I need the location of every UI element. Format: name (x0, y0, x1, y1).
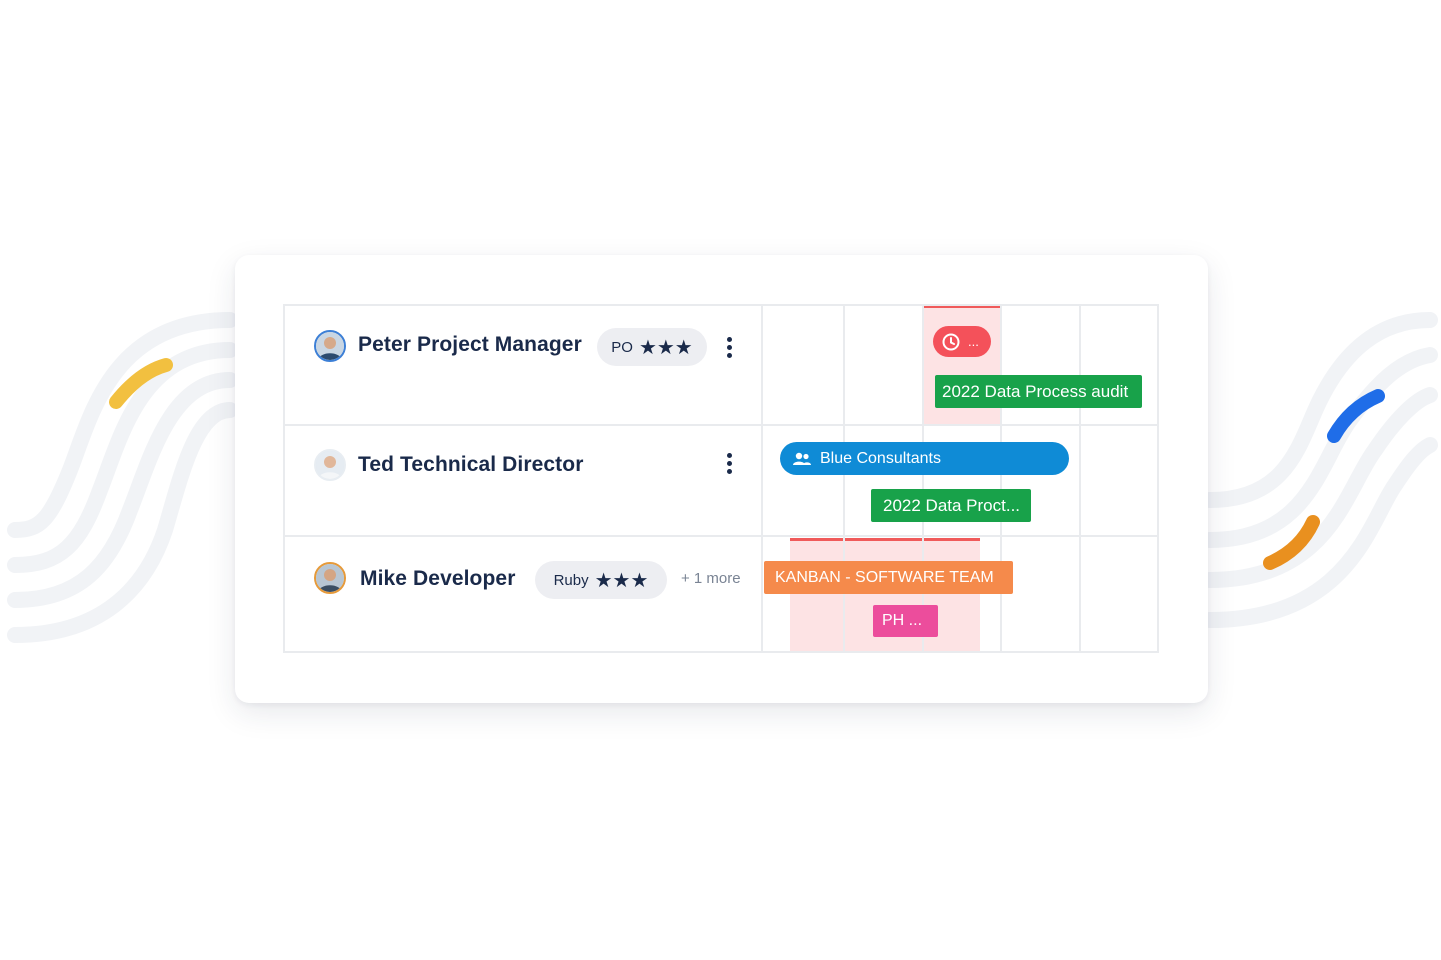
skill-stars: ★★★ (638, 336, 693, 359)
team-booking[interactable]: Blue Consultants (780, 442, 1069, 475)
column-divider (1000, 304, 1002, 653)
clock-icon (942, 333, 960, 350)
skill-label: Ruby (553, 571, 589, 589)
kebab-icon[interactable] (727, 337, 733, 361)
skill-stars: ★★★ (594, 569, 649, 592)
project-booking[interactable]: KANBAN - SOFTWARE TEAM (764, 561, 1013, 594)
column-divider (761, 304, 763, 653)
booking-label: ... (968, 334, 979, 349)
time-off-booking[interactable]: ... (933, 326, 991, 357)
skill-label: PO (611, 338, 633, 356)
resource-planner-card (235, 255, 1208, 703)
project-booking[interactable]: 2022 Data Process audit (935, 375, 1142, 408)
resource-name[interactable]: Peter Project Manager (358, 333, 582, 356)
time-off-marker (923, 305, 1001, 308)
booking-label: 2022 Data Process audit (942, 381, 1129, 401)
avatar[interactable] (314, 330, 346, 362)
skill-badge[interactable]: PO ★★★ (597, 328, 707, 366)
avatar[interactable] (314, 449, 346, 481)
avatar[interactable] (314, 562, 346, 594)
row-divider (283, 424, 1159, 426)
project-booking[interactable]: PH ... (873, 605, 938, 637)
column-divider (1079, 304, 1081, 653)
kebab-icon[interactable] (727, 453, 733, 477)
more-skills-link[interactable]: + 1 more (681, 570, 741, 587)
column-divider (843, 304, 845, 653)
skill-badge[interactable]: Ruby ★★★ (535, 561, 667, 599)
schedule-grid (283, 304, 1159, 653)
project-booking[interactable]: 2022 Data Proct... (871, 489, 1031, 522)
column-divider (922, 304, 924, 653)
resource-name[interactable]: Ted Technical Director (358, 453, 584, 476)
time-off-marker (790, 538, 980, 541)
resource-name[interactable]: Mike Developer (360, 567, 516, 590)
row-divider (283, 535, 1159, 537)
booking-label: 2022 Data Proct... (883, 495, 1021, 515)
booking-label: Blue Consultants (820, 449, 941, 467)
booking-label: PH ... (882, 612, 923, 629)
booking-label: KANBAN - SOFTWARE TEAM (775, 568, 994, 586)
group-icon (793, 452, 811, 465)
